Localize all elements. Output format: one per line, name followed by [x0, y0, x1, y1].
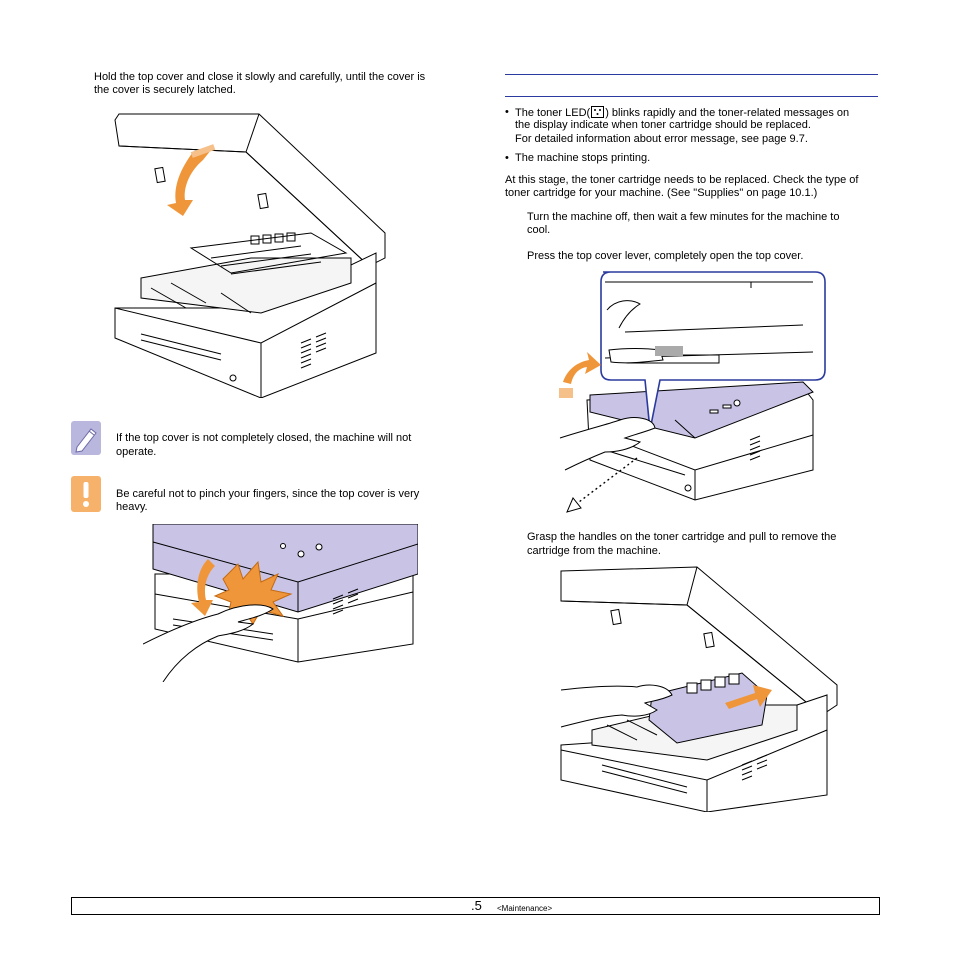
caution-text-line1: Be careful not to pinch your fingers, si… [116, 488, 420, 500]
open-top-cover-illustration [545, 270, 827, 515]
remove-toner-cartridge-illustration [557, 565, 840, 812]
bullet1-line1: The toner LED( ) blinks rapidly and the t… [515, 106, 849, 121]
exclamation-caution-icon [71, 476, 101, 512]
bullet1-post: ) blinks rapidly and the toner-related m… [605, 107, 850, 119]
step2-text-line1: Press the top cover lever, completely op… [527, 250, 804, 262]
caution-text-line2: heavy. [116, 501, 148, 513]
close-top-cover-illustration [111, 108, 386, 398]
note-text-line1: If the top cover is not completely close… [116, 432, 412, 444]
intro-text-line2: the cover is securely latched. [94, 84, 236, 96]
step1-text-line1: Turn the machine off, then wait a few mi… [527, 211, 840, 223]
step1-text-line2: cool. [527, 224, 551, 236]
stage-text-line1: At this stage, the toner cartridge needs… [505, 174, 859, 186]
page-number: .5 [471, 898, 482, 913]
section-name: <Maintenance> [497, 904, 553, 913]
bullet1-line3: For detailed information about error mes… [515, 133, 808, 145]
step3-text-line2: cartridge from the machine. [527, 545, 661, 557]
bullet-marker-1: • [505, 106, 509, 118]
bullet2-text: The machine stops printing. [515, 152, 651, 164]
intro-text-line1: Hold the top cover and close it slowly a… [94, 71, 426, 83]
section-rule-top [505, 74, 878, 75]
page-footer: .5 <Maintenance> [71, 897, 880, 915]
toner-led-icon [591, 106, 605, 118]
note-text-line2: operate. [116, 446, 157, 458]
bullet1-pre: The toner LED( [515, 107, 591, 119]
bullet-marker-2: • [505, 152, 509, 164]
pencil-note-icon [71, 421, 101, 455]
stage-text-line2: toner cartridge for your machine. (See "… [505, 187, 818, 199]
pinch-warning-illustration [143, 524, 418, 682]
bullet1-line2: the display indicate when toner cartridg… [515, 119, 811, 131]
section-rule-bottom [505, 96, 878, 97]
step3-text-line1: Grasp the handles on the toner cartridge… [527, 531, 837, 543]
